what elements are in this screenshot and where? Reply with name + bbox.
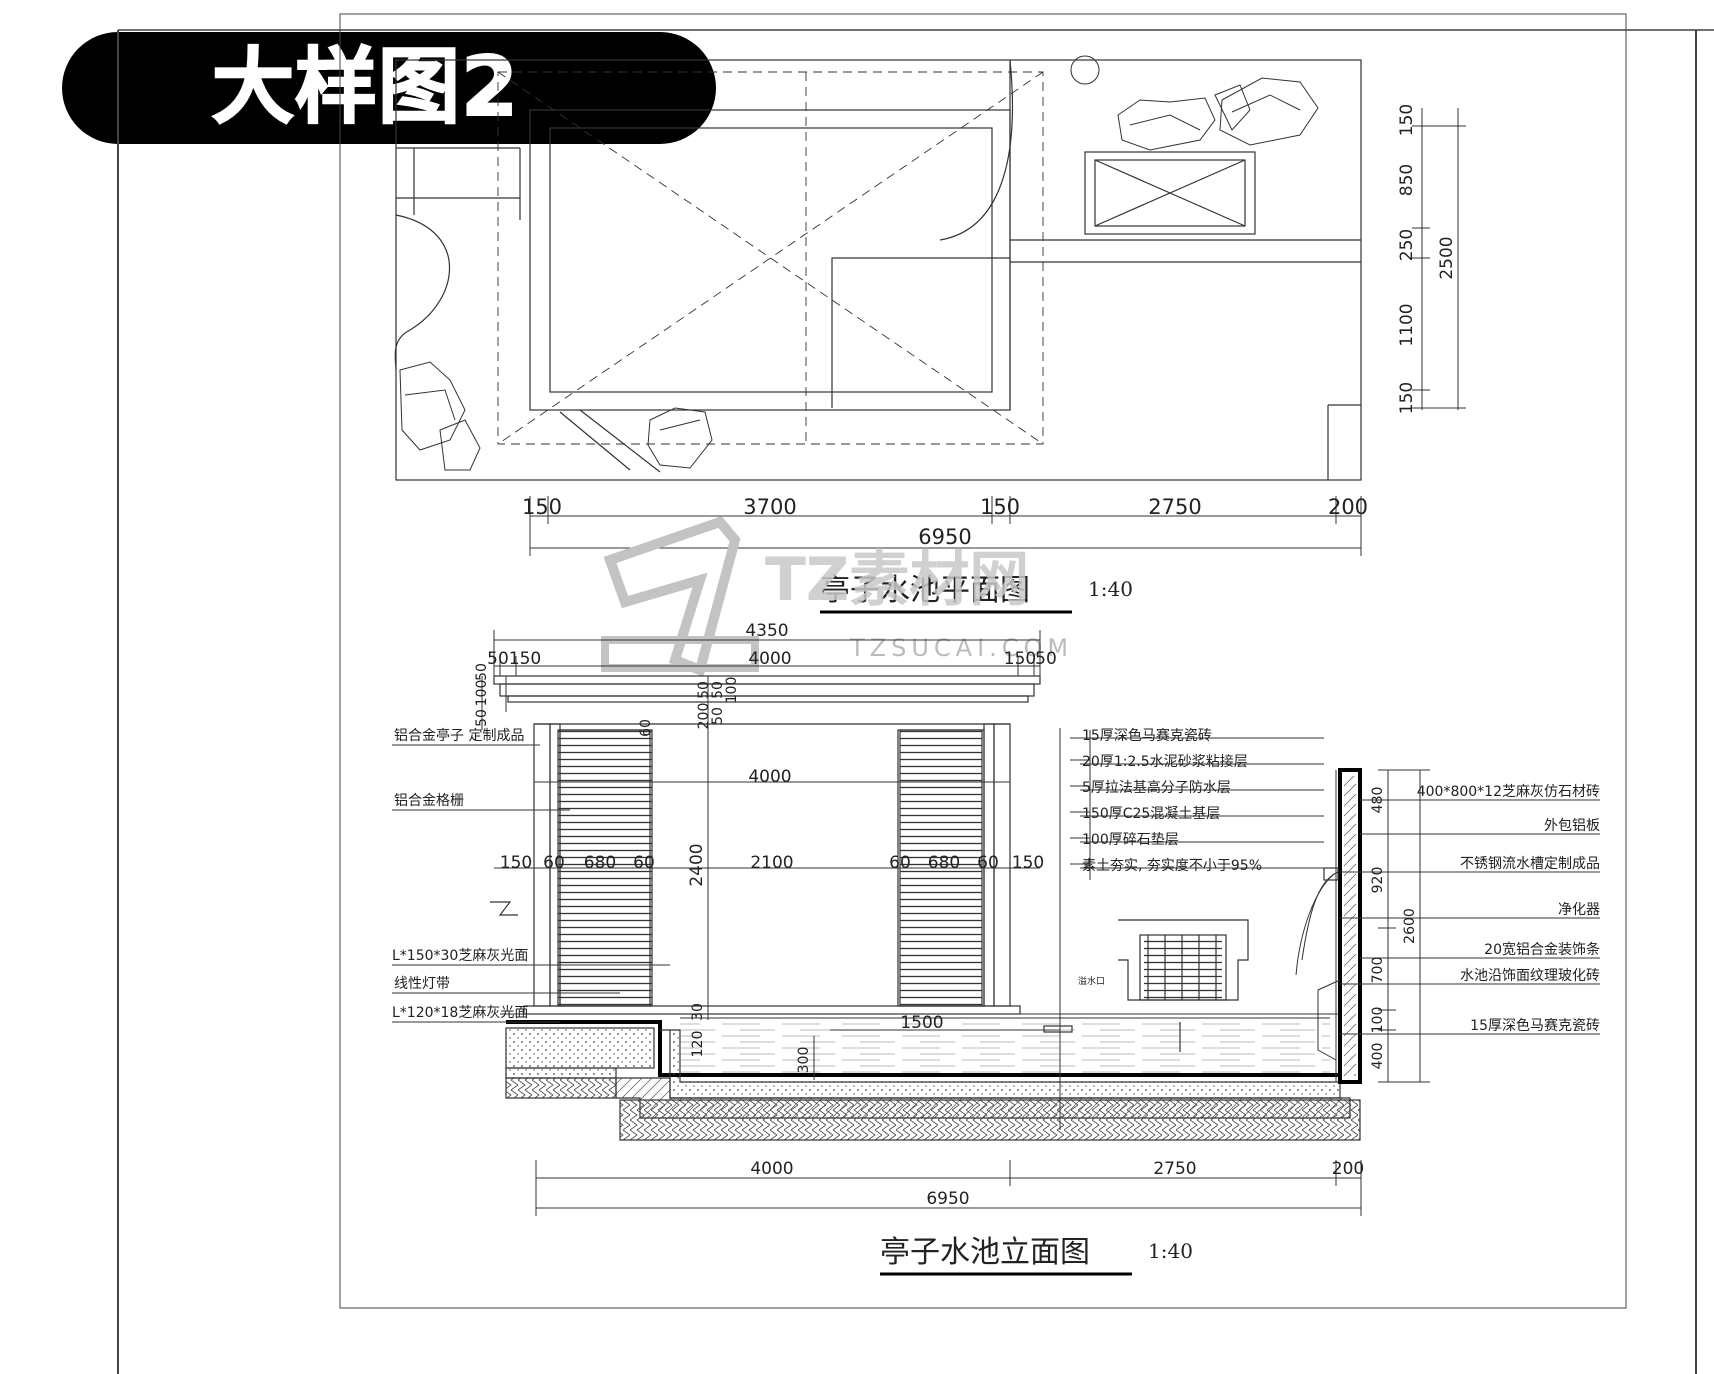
elevation-view [490, 675, 1362, 1141]
elev-dim-rv4: 100 [724, 677, 740, 704]
plan-dim-r1: 150 [1397, 104, 1417, 136]
elev-dim-1500: 1500 [900, 1013, 943, 1033]
label-grille: 铝合金格栅 [394, 793, 464, 809]
elev-dim-inner-4000: 4000 [748, 767, 791, 787]
elev-dim-r400: 400 [1370, 1043, 1386, 1070]
elev-dim-mid-60a: 60 [543, 853, 565, 873]
elev-dim-top-150b: 150 [1004, 649, 1036, 669]
elevation-dimensions [481, 630, 1430, 1216]
plan-dim-r4: 1100 [1397, 303, 1417, 346]
elevation-title: 亭子水池立面图 [880, 1235, 1090, 1270]
label-right-5: 20宽铝合金装饰条 [1484, 941, 1600, 958]
elev-dim-mid-150b: 150 [1012, 853, 1044, 873]
elev-dim-r700: 700 [1370, 957, 1386, 984]
elev-dim-rv3: 50 [710, 707, 726, 725]
label-layer-3: 5厚拉法基高分子防水层 [1082, 779, 1231, 796]
plan-dim-200: 200 [1328, 495, 1368, 519]
plan-scale: 1:40 [1088, 577, 1133, 601]
elev-dim-lv2: 100 [474, 680, 490, 707]
elev-dim-top-50a: 50 [487, 649, 509, 669]
elev-dim-b-2750: 2750 [1153, 1159, 1196, 1179]
label-stone-150: L*150*30芝麻灰光面 [392, 948, 528, 964]
elev-dim-mid-60d: 60 [977, 853, 999, 873]
elev-dim-4350: 4350 [745, 621, 788, 641]
label-pavilion: 铝合金亭子 定制成品 [394, 727, 524, 744]
elev-dim-mid-60b: 60 [633, 853, 655, 873]
banner-title: 大样图2 [211, 39, 520, 136]
elevation-dim-text: 4350 50 150 4000 150 50 50 100 50 50 200… [474, 621, 1418, 1209]
plan-dim-text: 150 3700 150 2750 200 6950 150 850 250 1… [522, 104, 1457, 549]
elev-dim-mid-680b: 680 [928, 853, 960, 873]
plan-view [394, 55, 1362, 481]
label-right-7: 15厚深色马赛克瓷砖 [1470, 1017, 1600, 1034]
elev-dim-lv3: 50 [474, 709, 490, 727]
label-layer-1: 15厚深色马赛克瓷砖 [1082, 727, 1212, 744]
label-right-2: 外包铝板 [1544, 818, 1600, 834]
sheet-frame [117, 13, 1714, 1374]
elev-dim-mid-60c: 60 [889, 853, 911, 873]
elev-dim-300: 300 [796, 1047, 812, 1074]
elev-dim-b-200: 200 [1332, 1159, 1364, 1179]
title-banner: 大样图2 [62, 32, 716, 144]
elev-dim-r480: 480 [1370, 787, 1386, 814]
plan-dimensions [529, 108, 1466, 556]
elev-dim-top-150a: 150 [509, 649, 541, 669]
elev-dim-2400: 2400 [687, 843, 707, 886]
elev-dim-30: 30 [690, 1003, 706, 1021]
elev-dim-mid-2100: 2100 [750, 853, 793, 873]
elevation-labels: 铝合金亭子 定制成品 铝合金格栅 L*150*30芝麻灰光面 线性灯带 L*12… [392, 727, 1600, 1034]
elev-dim-mid-150a: 150 [500, 853, 532, 873]
label-layer-5: 100厚碎石垫层 [1082, 832, 1179, 848]
elev-dim-rv1: 50 [710, 681, 726, 699]
elev-dim-b-total: 6950 [926, 1189, 969, 1209]
watermark: TZ素材网 TZSUCAI.COM [601, 516, 1073, 677]
leader-lines [392, 737, 1600, 1035]
label-led-strip: 线性灯带 [394, 976, 450, 992]
plan-dim-rtotal: 2500 [1437, 236, 1457, 279]
watermark-logo [603, 516, 741, 677]
elev-dim-mid-680a: 680 [584, 853, 616, 873]
plan-dim-150a: 150 [522, 495, 562, 519]
label-layer-2: 20厚1:2.5水泥砂浆粘接层 [1082, 753, 1248, 770]
label-right-3: 不锈钢流水槽定制成品 [1460, 856, 1600, 872]
elev-dim-r920: 920 [1370, 867, 1386, 894]
plan-dim-r5: 150 [1397, 382, 1417, 414]
plan-title: 亭子水池平面图 [820, 573, 1030, 608]
label-right-4: 净化器 [1558, 902, 1600, 918]
plan-dim-r3: 250 [1397, 229, 1417, 261]
elev-dim-grill-inner: 60 [638, 719, 654, 737]
elev-dim-rv5: 50 [696, 681, 712, 699]
plan-dim-150b: 150 [980, 495, 1020, 519]
elevation-scale: 1:40 [1148, 1239, 1193, 1263]
label-right-1: 400*800*12芝麻灰仿石材砖 [1417, 784, 1600, 800]
elev-dim-120: 120 [690, 1031, 706, 1058]
watermark-brand: TZ素材网 [765, 545, 1029, 615]
label-right-6: 水池沿饰面纹理玻化砖 [1460, 968, 1600, 984]
elev-dim-lv1: 50 [474, 663, 490, 681]
elev-dim-top-4000: 4000 [748, 649, 791, 669]
elev-dim-top-50b: 50 [1035, 649, 1057, 669]
elev-dim-b-4000: 4000 [750, 1159, 793, 1179]
plan-dim-total: 6950 [918, 525, 971, 549]
label-stone-120: L*120*18芝麻灰光面 [392, 1005, 528, 1021]
plan-rocks [399, 55, 1319, 471]
plan-dim-3700: 3700 [743, 495, 796, 519]
plan-dim-2750: 2750 [1148, 495, 1201, 519]
elev-dim-r100: 100 [1370, 1007, 1386, 1034]
plan-dim-r2: 850 [1397, 164, 1417, 196]
label-layer-6: 素土夯实, 夯实度不小于95% [1082, 858, 1262, 874]
elev-dim-rv2: 200 [696, 703, 712, 730]
elev-dim-rtotal: 2600 [1402, 908, 1418, 944]
overflow-label: 溢水口 [1078, 975, 1105, 987]
watermark-url: TZSUCAI.COM [849, 634, 1073, 662]
label-layer-4: 150厚C25混凝土基层 [1082, 805, 1220, 822]
